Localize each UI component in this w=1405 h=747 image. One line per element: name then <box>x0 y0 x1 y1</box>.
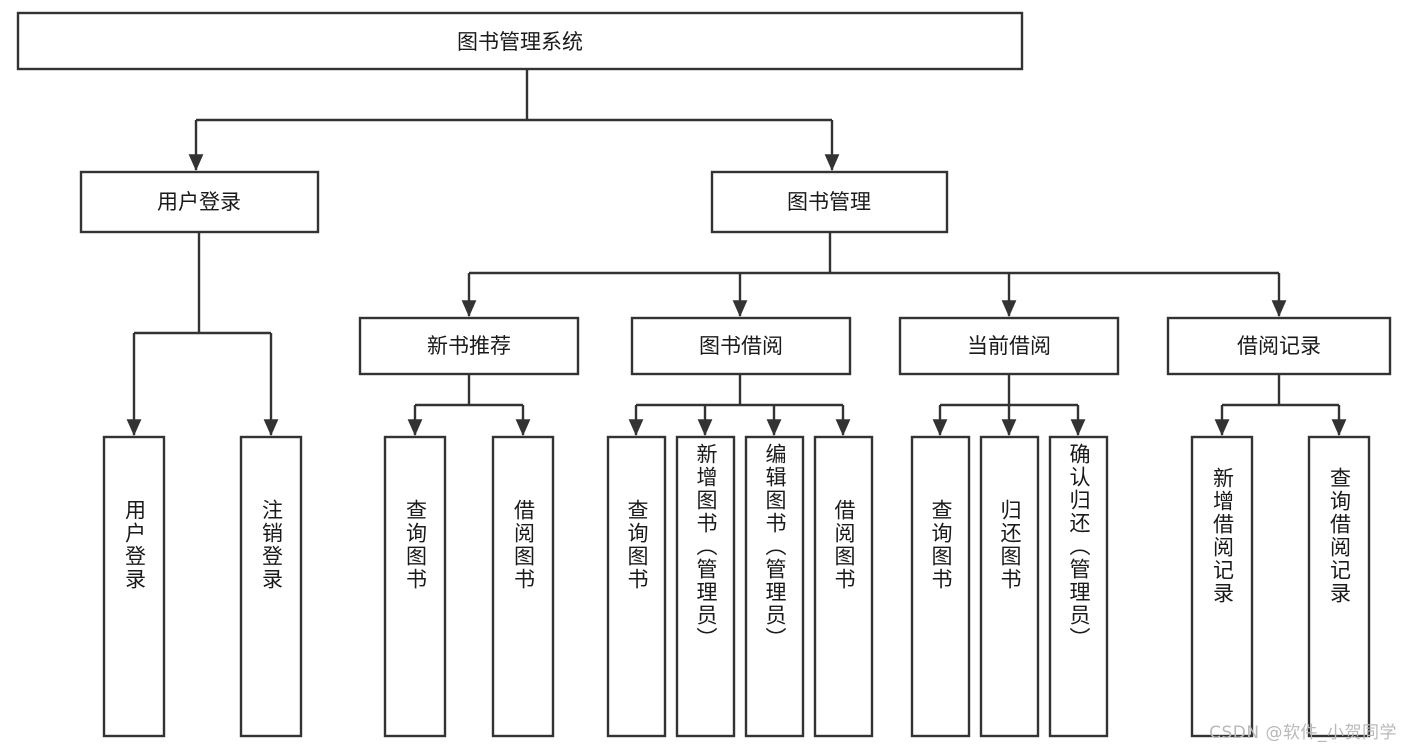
connector-group <box>126 69 1347 437</box>
node-user-login[interactable]: 用户登录 <box>79 170 320 234</box>
leaf-box-book-borrow-1[interactable] <box>606 435 667 738</box>
node-borrow-record-box <box>1166 316 1392 376</box>
leaf-box-new-book-2[interactable] <box>491 435 555 738</box>
leaf-box-borrow-record-2[interactable] <box>1307 435 1371 738</box>
leaf-box-borrow-record-1[interactable] <box>1190 435 1254 738</box>
node-borrow-record-label: 借阅记录 <box>1237 334 1321 358</box>
leaf-box-user-login-1[interactable] <box>102 435 166 738</box>
leaf-box-new-book-1[interactable] <box>383 435 447 738</box>
node-book-manage-label: 图书管理 <box>787 190 871 214</box>
node-root[interactable]: 图书管理系统 <box>16 11 1024 71</box>
node-book-borrow-box <box>630 316 852 376</box>
node-root-label: 图书管理系统 <box>457 30 583 54</box>
leaf-box-book-borrow-2[interactable] <box>675 435 736 738</box>
node-current-borrow-label: 当前借阅 <box>967 334 1051 358</box>
node-current-borrow[interactable]: 当前借阅 <box>898 316 1120 376</box>
node-book-manage[interactable]: 图书管理 <box>710 170 949 234</box>
node-book-borrow-label: 图书借阅 <box>699 334 783 358</box>
leaf-box-book-borrow-3[interactable] <box>744 435 805 738</box>
leaf-box-current-borrow-1[interactable] <box>910 435 971 738</box>
node-new-book-recommend[interactable]: 新书推荐 <box>358 316 580 376</box>
node-book-manage-box <box>710 170 949 234</box>
node-borrow-record[interactable]: 借阅记录 <box>1166 316 1392 376</box>
node-current-borrow-box <box>898 316 1120 376</box>
leaf-box-current-borrow-2[interactable] <box>979 435 1040 738</box>
node-user-login-box <box>79 170 320 234</box>
node-book-borrow[interactable]: 图书借阅 <box>630 316 852 376</box>
node-user-login-label: 用户登录 <box>157 190 241 214</box>
node-new-book-recommend-box <box>358 316 580 376</box>
node-root-box <box>16 11 1024 71</box>
leaf-box-user-login-2[interactable] <box>239 435 303 738</box>
leaf-box-book-borrow-4[interactable] <box>813 435 874 738</box>
csdn-watermark: CSDN @软件_小贺同学 <box>1209 723 1397 743</box>
leaf-box-current-borrow-3[interactable] <box>1048 435 1109 738</box>
node-new-book-recommend-label: 新书推荐 <box>427 334 511 358</box>
